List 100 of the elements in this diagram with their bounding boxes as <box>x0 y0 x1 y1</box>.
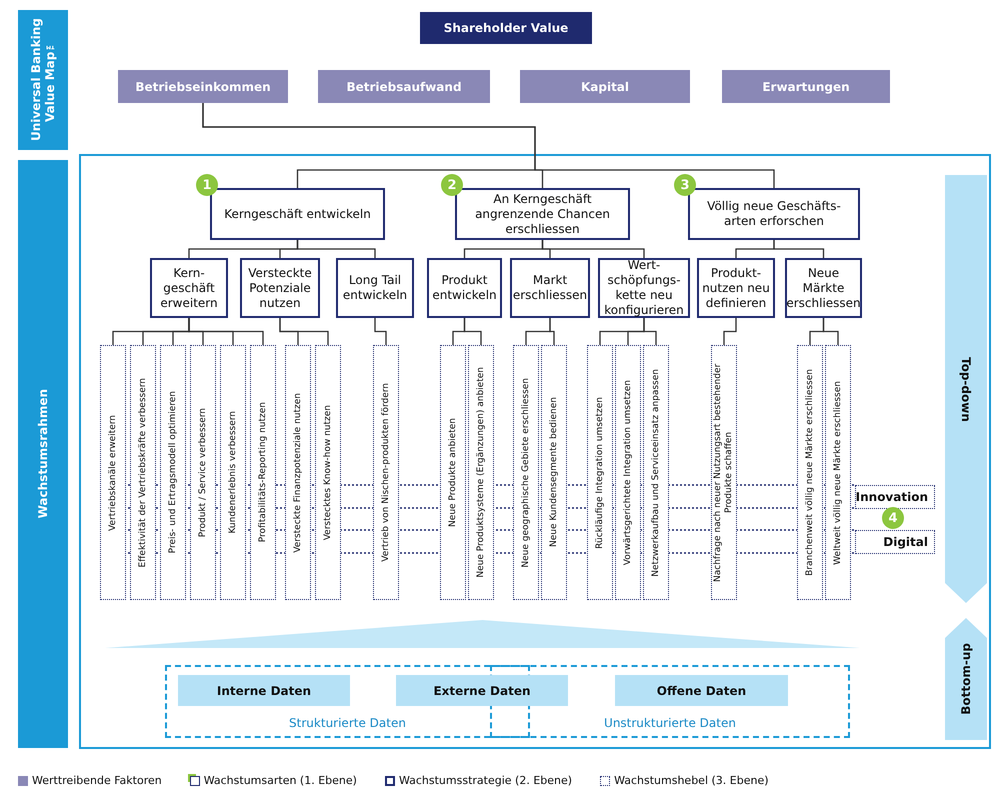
connector-line <box>822 318 839 345</box>
node-text: Kapital <box>580 80 630 94</box>
section-band <box>18 10 68 150</box>
node-text: Neue Kundensegmente bedienen <box>548 397 560 548</box>
data-box <box>178 675 350 706</box>
lever-box <box>190 345 216 600</box>
node-text: Produkt entwickeln <box>431 273 498 303</box>
node-text: Kerngeschäft entwickeln <box>224 206 371 222</box>
node-text: Kundenerlebnis verbessern <box>228 411 238 534</box>
node-text: Produkt / Service verbessern <box>198 408 208 538</box>
node-text: Neue Produkte anbieten <box>448 418 458 527</box>
node-text: Vorwärtsgerichtete Integration umsetzen <box>622 380 634 566</box>
connector-line <box>464 318 482 345</box>
lever-box <box>468 345 494 600</box>
node-text: Long Tail entwickeln <box>342 273 408 303</box>
driver-box <box>722 70 890 103</box>
node-text: Weltweit völlig neue Märkte erschliessen <box>832 380 844 564</box>
node-text: Betriebseinkommen <box>135 80 271 94</box>
connector-line <box>296 240 376 258</box>
driver-box <box>318 70 490 103</box>
node-text: Vertrieb von Nischen-produkten fördern <box>380 383 392 562</box>
node-text: Vertriebskanäle erweitern <box>108 414 118 530</box>
node-text: Wert- schöpfungs- kette neu konfigurieren <box>603 258 685 318</box>
strategy-box <box>697 258 775 318</box>
lever-box <box>825 345 851 600</box>
connector-line <box>643 318 657 345</box>
lever-box <box>643 345 669 600</box>
group-title: Unstrukturierte Daten <box>603 716 737 730</box>
lever-box <box>130 345 156 600</box>
node-text: Neue geographische Gebiete erschliessen <box>520 378 532 568</box>
lever-box <box>100 345 126 600</box>
lever-box <box>513 345 539 600</box>
lever-box <box>440 345 466 600</box>
node-text: Innovation <box>856 490 928 504</box>
strategy-box <box>240 258 320 318</box>
node-text: Universal Banking Value Map™ <box>29 18 57 144</box>
lever-box <box>250 345 276 600</box>
number-badge: 1 <box>196 174 218 196</box>
growth-type-box <box>455 188 630 240</box>
connector-line <box>202 103 775 188</box>
driver-box <box>520 70 690 103</box>
number-badge: 4 <box>882 507 904 529</box>
lever-box <box>315 345 341 600</box>
node-text: Völlig neue Geschäfts- arten erforschen <box>706 199 842 229</box>
node-text: Markt erschliessen <box>512 273 588 303</box>
dotted-box <box>855 530 935 554</box>
node-text: Erwartungen <box>762 80 850 94</box>
node-text: Preis- und Ertragsmodell optimieren <box>168 391 178 554</box>
connector-line <box>374 318 387 345</box>
strategy-box <box>785 258 862 318</box>
growth-type-box <box>210 188 385 240</box>
connector-line <box>549 318 555 345</box>
connector-line <box>723 318 737 345</box>
legend-text: Wachstumsarten (1. Ebene) <box>204 774 357 787</box>
lever-box <box>797 345 823 600</box>
bottom-up-arrow <box>945 618 987 740</box>
strategy-box <box>510 258 590 318</box>
node-text: Effektivität der Vertriebskräfte verbessern <box>138 378 148 568</box>
value-box <box>420 12 592 44</box>
node-text: Top-down <box>959 356 973 422</box>
number-badge: 3 <box>674 174 696 196</box>
node-text: Betriebsaufwand <box>346 80 462 94</box>
node-text: Bottom-up <box>959 643 973 715</box>
driver-box <box>118 70 288 103</box>
node-text: Digital <box>883 535 928 549</box>
lever-box <box>373 345 399 600</box>
node-text: Offene Daten <box>656 684 746 698</box>
node-text: Shareholder Value <box>444 21 568 35</box>
node-text: Neue Märkte erschliessen <box>786 266 861 310</box>
dotted-box <box>855 485 935 509</box>
node-text: Wachstumsrahmen <box>36 389 50 519</box>
node-text: Interne Daten <box>216 684 312 698</box>
lever-box <box>711 345 737 600</box>
node-text: Neue Produktsysteme (Ergänzungen) anbieten <box>476 367 486 578</box>
connector-line <box>542 240 645 258</box>
connector-line <box>773 240 824 258</box>
lever-box <box>160 345 186 600</box>
number-badge: 2 <box>441 174 463 196</box>
legend-text: Werttreibende Faktoren <box>32 774 162 787</box>
node-text: Kern- geschäft erweitern <box>159 266 219 310</box>
node-text: Nachfrage nach neuer Nutzungsart bestehender Produkte schaffen <box>713 362 735 584</box>
lever-box <box>541 345 567 600</box>
node-text: Produkt- nutzen neu definieren <box>701 266 771 310</box>
strategy-box <box>150 258 228 318</box>
strategy-box <box>427 258 502 318</box>
data-box <box>615 675 788 706</box>
node-text: Branchenweit völlig neue Märkte erschliessen <box>804 369 816 576</box>
node-text: Externe Daten <box>433 684 531 698</box>
section-band <box>18 160 68 748</box>
connector-line <box>279 318 329 345</box>
lever-box <box>285 345 311 600</box>
data-box <box>396 675 568 706</box>
node-text: Rückläufige Integration umsetzen <box>594 396 606 548</box>
node-text: Netzwerkaufbau und Serviceeinsatz anpassen <box>650 368 662 576</box>
legend-text: Wachstumsstrategie (2. Ebene) <box>398 774 572 787</box>
node-text: An Kerngeschäft angrenzende Chancen erschliessen <box>474 192 611 236</box>
group-title: Strukturierte Daten <box>288 716 407 730</box>
lever-box <box>220 345 246 600</box>
growth-type-box <box>688 188 860 240</box>
strategy-box <box>336 258 414 318</box>
